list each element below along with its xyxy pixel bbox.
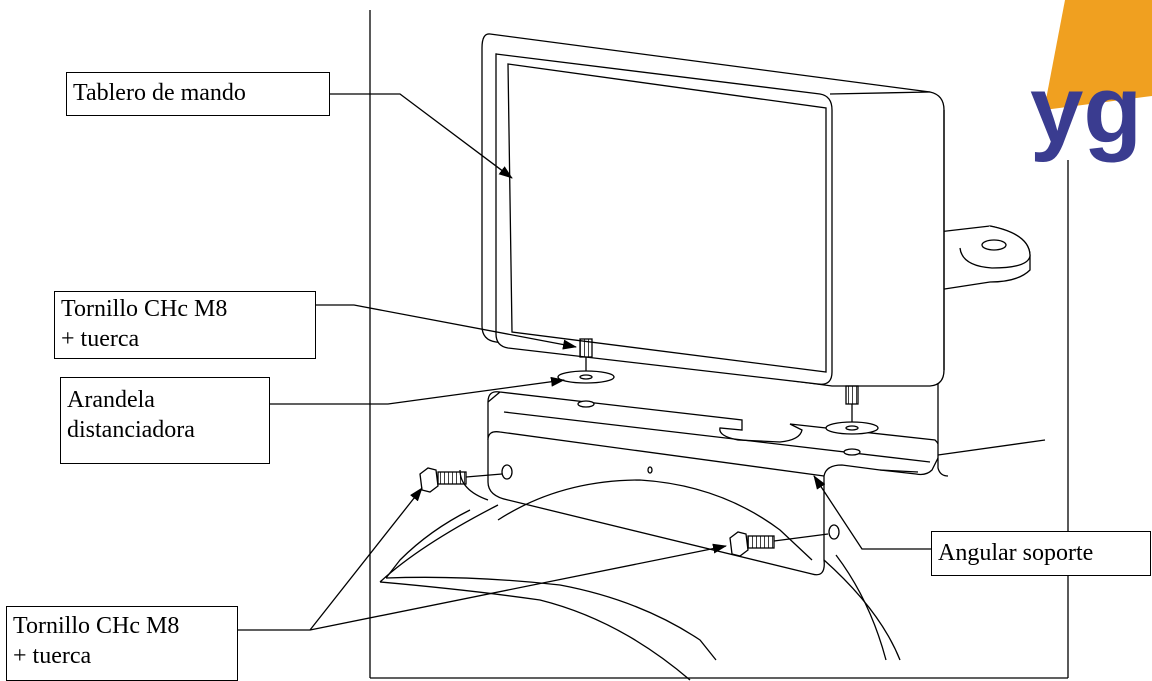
- leader-tablero: [330, 93, 513, 179]
- leader-tornillo-bottom-2: [309, 543, 727, 631]
- top-screw-right: [825, 385, 879, 456]
- leader-arandela: [270, 376, 565, 405]
- logo-orange-shape: [1044, 0, 1152, 110]
- company-logo: yg: [1030, 0, 1152, 163]
- callout-tablero-de-mando: Tablero de mando: [66, 72, 330, 116]
- logo-letters: yg: [1030, 56, 1142, 163]
- drawing-frame: [369, 10, 1069, 679]
- callout-tornillo-top: Tornillo CHc M8 + tuerca: [54, 291, 316, 359]
- callout-tornillo-top-line1: Tornillo CHc M8: [61, 296, 228, 322]
- callout-tornillo-top-line2: + tuerca: [61, 326, 140, 352]
- callout-arandela-line2: distanciadora: [67, 417, 195, 443]
- callout-tornillo-bottom-line2: + tuerca: [13, 643, 92, 669]
- side-screw-right: [729, 531, 829, 557]
- leader-angular: [813, 475, 931, 550]
- leader-lines: [238, 93, 931, 631]
- callout-angular-text: Angular soporte: [938, 540, 1094, 566]
- leader-tornillo-top: [316, 304, 577, 350]
- callout-arandela: Arandela distanciadora: [60, 377, 270, 464]
- side-screw-left: [419, 467, 503, 493]
- callout-tornillo-bottom: Tornillo CHc M8 + tuerca: [6, 606, 238, 681]
- callout-tablero-text: Tablero de mando: [73, 80, 246, 106]
- pivot-mount: [937, 225, 1031, 291]
- pedestal-body: [379, 469, 901, 681]
- bracket-holes: [501, 464, 840, 540]
- top-screw-left: [557, 338, 615, 408]
- callout-tornillo-bottom-line1: Tornillo CHc M8: [13, 613, 180, 639]
- control-panel: [481, 33, 945, 387]
- callout-arandela-line1: Arandela: [67, 387, 155, 413]
- callout-angular-soporte: Angular soporte: [931, 531, 1151, 576]
- leader-tornillo-bottom-1: [238, 487, 423, 631]
